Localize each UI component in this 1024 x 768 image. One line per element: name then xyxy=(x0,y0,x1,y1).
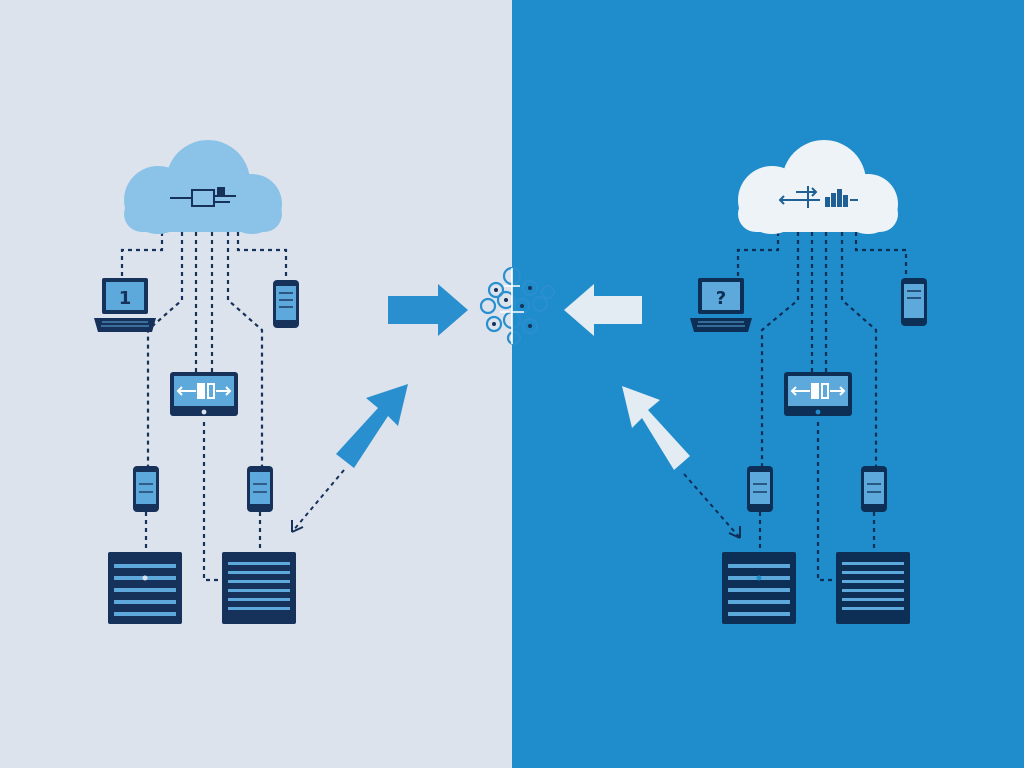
right-laptop: ? xyxy=(690,278,752,332)
left-connectors xyxy=(120,232,288,582)
right-panel-background xyxy=(512,0,1024,768)
left-arrow-right xyxy=(388,284,468,336)
right-phone-bottom-right xyxy=(861,466,887,512)
right-dashed-arrowhead xyxy=(728,526,741,539)
right-phone-bottom-left xyxy=(747,466,773,512)
right-arrow-diagonal xyxy=(622,386,690,470)
network-switch-icon xyxy=(170,187,236,207)
right-connectors xyxy=(736,232,908,582)
right-dashed-return-arrow xyxy=(683,473,741,539)
puzzle-network-icon xyxy=(479,266,556,346)
left-server-rack-a xyxy=(108,552,182,624)
left-laptop-screen-text: 1 xyxy=(119,288,132,309)
left-phone-bottom-left xyxy=(133,466,159,512)
right-laptop-screen-text: ? xyxy=(716,288,726,309)
right-phone-top xyxy=(901,278,927,326)
left-panel-background xyxy=(0,0,512,768)
left-arrow-diagonal xyxy=(336,384,408,468)
bar-chart-icon xyxy=(778,186,858,208)
left-server-rack-b xyxy=(222,552,296,624)
left-dashed-arrowhead xyxy=(291,520,304,533)
left-phone-bottom-right xyxy=(247,466,273,512)
left-tablet xyxy=(170,372,238,416)
right-tablet xyxy=(784,372,852,416)
left-dashed-return-arrow xyxy=(291,469,345,533)
right-server-rack-b xyxy=(836,552,910,624)
right-cloud xyxy=(738,140,898,234)
right-arrow-left xyxy=(564,284,642,336)
left-cloud xyxy=(124,140,282,234)
tablet-transfer-icon xyxy=(176,383,232,399)
tablet-transfer-icon xyxy=(790,383,846,399)
right-server-rack-a xyxy=(722,552,796,624)
left-phone-top xyxy=(273,280,299,328)
left-laptop: 1 xyxy=(94,278,156,332)
